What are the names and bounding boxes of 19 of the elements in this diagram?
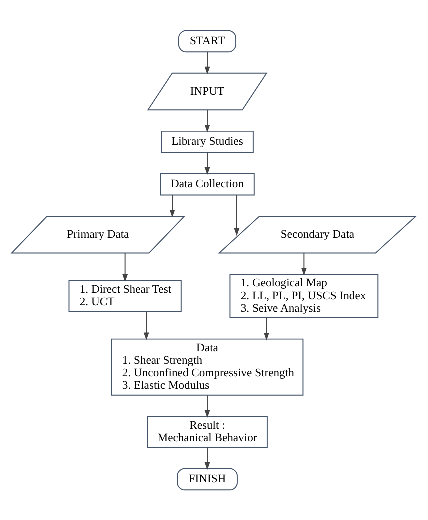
arrow	[170, 194, 176, 218]
arrow	[144, 311, 150, 340]
node-box: 1. Geological Map 2. LL, PL, PI, USCS Index 3. Seive Analysis	[230, 274, 379, 318]
node-box: 1. Direct Shear Test 2. UCT	[68, 280, 182, 312]
arrow	[204, 51, 210, 74]
node-box: FINISH	[177, 468, 238, 490]
node-box: Data 1. Shear Strength 2. Unconfined Compressive Strength 3. Elastic Modulus	[111, 338, 304, 396]
arrow	[264, 317, 270, 340]
arrow	[234, 194, 240, 236]
arrow	[204, 109, 210, 132]
arrow	[204, 152, 210, 175]
node-box: Result : Mechanical Behavior	[147, 416, 268, 448]
node-box: START	[178, 30, 236, 52]
node-box: Data Collection	[160, 172, 255, 196]
arrow	[301, 252, 307, 276]
node-box: Library Studies	[161, 130, 254, 153]
arrow	[204, 394, 210, 418]
arrow	[122, 252, 128, 282]
arrow	[204, 446, 210, 470]
